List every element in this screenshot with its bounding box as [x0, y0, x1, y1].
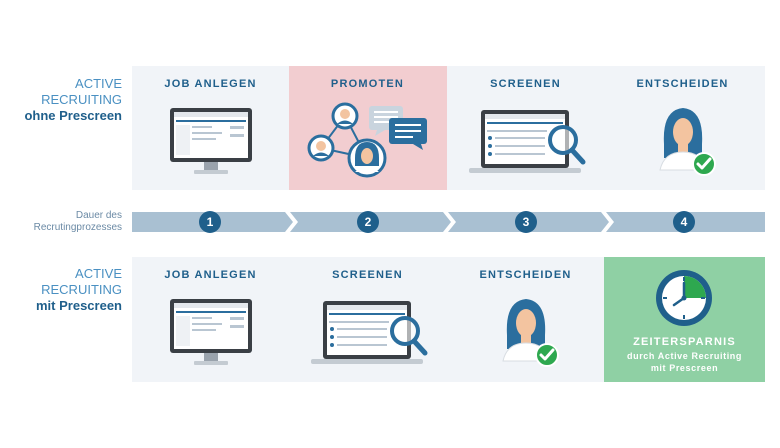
saving-title: ZEITERSPARNIS: [633, 336, 736, 348]
row1-label-line1: ACTIVE: [75, 76, 122, 91]
row1-step-entscheiden: ENTSCHEIDEN: [604, 66, 761, 190]
saving-line1: durch Active Recruiting: [627, 351, 742, 361]
timeline-step-3: 3: [515, 211, 537, 233]
timeline-label-line2: Recrutingprozesses: [33, 222, 122, 233]
row1-step-title: SCREENEN: [490, 78, 561, 90]
row2-step-title: JOB ANLEGEN: [164, 269, 257, 281]
laptop-magnifier-icon: [469, 110, 586, 173]
row2-step-screenen: SCREENEN: [289, 257, 446, 382]
row1-label-line3: ohne Prescreen: [24, 108, 122, 123]
row1-step-job-anlegen: JOB ANLEGEN: [132, 66, 289, 190]
clock-icon: [656, 270, 712, 326]
row2-label-line1: ACTIVE: [75, 266, 122, 281]
timeline-step-2: 2: [357, 211, 379, 233]
row1-step-title: JOB ANLEGEN: [164, 78, 257, 90]
row1-label-line2: RECRUITING: [41, 92, 122, 107]
row1-step-title: PROMOTEN: [330, 78, 405, 90]
monitor-icon: [170, 108, 252, 174]
row2-step-title: SCREENEN: [332, 269, 403, 281]
person-check-icon: [659, 108, 716, 176]
timeline-label: Dauer des Recrutingprozesses: [0, 210, 122, 234]
row2-label: ACTIVE RECRUITING mit Prescreen: [0, 266, 122, 314]
timeline-label-line1: Dauer des: [75, 210, 122, 221]
time-saving-box: ZEITERSPARNIS durch Active Recruiting mi…: [604, 257, 765, 382]
monitor-icon: [170, 299, 252, 365]
timeline-arrows: [132, 212, 765, 232]
row1-step-promoten: PROMOTEN: [289, 66, 446, 190]
timeline-step-1: 1: [199, 211, 221, 233]
row1-step-title: ENTSCHEIDEN: [636, 78, 729, 90]
timeline-step-4: 4: [673, 211, 695, 233]
row2-label-line2: RECRUITING: [41, 282, 122, 297]
laptop-magnifier-icon: [311, 301, 428, 364]
row1-step-screenen: SCREENEN: [447, 66, 604, 190]
row2-step-title: ENTSCHEIDEN: [479, 269, 572, 281]
row2-step-entscheiden: ENTSCHEIDEN: [447, 257, 604, 382]
social-network-icon: [307, 102, 427, 178]
row2-label-line3: mit Prescreen: [36, 298, 122, 313]
saving-line2: mit Prescreen: [650, 363, 719, 373]
row2-step-job-anlegen: JOB ANLEGEN: [132, 257, 289, 382]
row1-label: ACTIVE RECRUITING ohne Prescreen: [0, 76, 122, 124]
person-check-icon: [502, 299, 559, 367]
